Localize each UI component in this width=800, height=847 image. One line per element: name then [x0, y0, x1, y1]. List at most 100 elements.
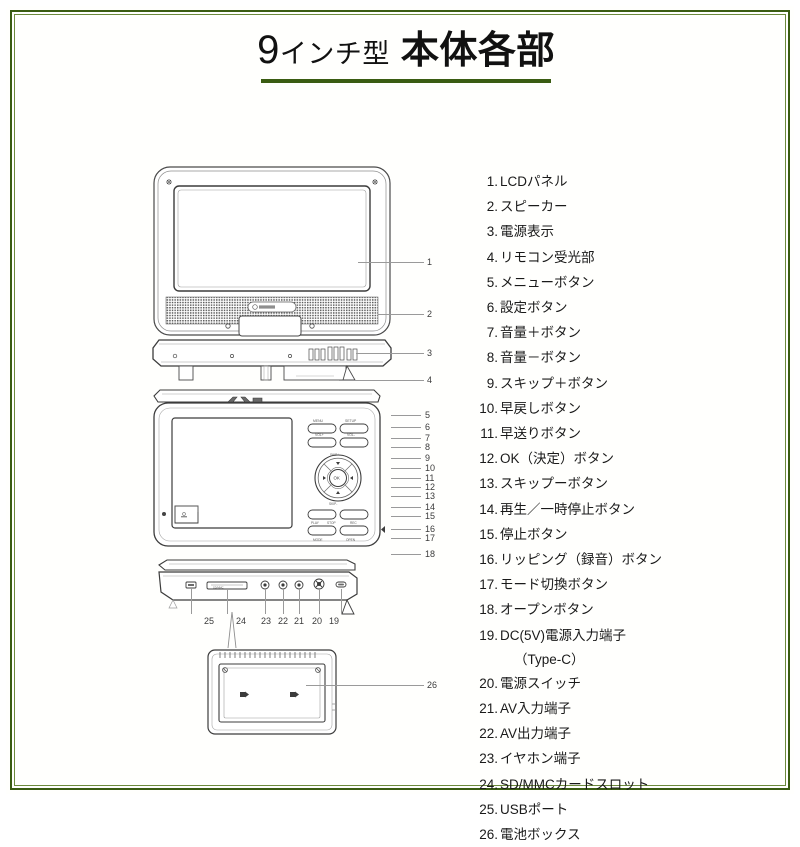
part-number: 9.: [486, 375, 498, 391]
svg-text:OPEN: OPEN: [346, 538, 356, 542]
callout-9: 9: [425, 453, 431, 463]
part-label: リモコン受光部: [500, 249, 595, 265]
list-item: 16.リッピング（録音）ボタン: [474, 547, 724, 572]
leader-line-18: [391, 554, 421, 555]
part-label: 電源スイッチ: [500, 675, 581, 691]
part-label: LCDパネル: [500, 174, 568, 189]
list-item: 24.SD/MMCカードスロット: [474, 772, 724, 797]
part-label: AV入力端子: [500, 701, 572, 717]
front-view-drawing: [152, 166, 392, 381]
diagram-control-panel-view: MENU SETUP VOL+ VOL- OK SKIP+ SKIP-: [150, 388, 410, 563]
leader-line-19: [341, 589, 342, 614]
part-number: 5.: [486, 274, 498, 290]
callout-4: 4: [427, 375, 433, 385]
part-label: リッピング（録音）ボタン: [500, 552, 662, 568]
svg-text:OK: OK: [334, 476, 340, 481]
part-label: 音量－ボタン: [500, 350, 581, 366]
svg-text:VOL+: VOL+: [315, 433, 324, 437]
part-label: 再生／一時停止ボタン: [500, 501, 635, 517]
part-label: メニューボタン: [500, 274, 595, 290]
part-label: スキップ＋ボタン: [500, 375, 608, 391]
part-number: 7.: [486, 325, 498, 341]
leader-line-21: [299, 589, 300, 614]
battery-pointer-bracket: [206, 606, 260, 648]
callout-12: 12: [425, 482, 436, 492]
part-label: 設定ボタン: [500, 300, 568, 316]
callout-11: 11: [425, 473, 435, 483]
part-label: 音量＋ボタン: [500, 325, 581, 341]
callout-25: 25: [204, 616, 215, 626]
part-number: 18.: [479, 602, 498, 618]
list-item: 26.電池ボックス: [474, 822, 724, 847]
list-item: 13.スキップーボタン: [474, 471, 724, 496]
part-number: 6.: [486, 300, 498, 316]
part-number: 16.: [479, 552, 498, 568]
svg-text:REC: REC: [350, 521, 357, 525]
list-item: 21.AV入力端子: [474, 696, 724, 721]
callout-2: 2: [427, 309, 433, 319]
callout-8: 8: [425, 442, 431, 452]
list-item: 4.リモコン受光部: [474, 245, 724, 270]
part-label: スピーカー: [500, 199, 568, 215]
side-port-drawing: SD/MMC: [158, 559, 358, 615]
leader-line-12: [391, 487, 421, 488]
svg-text:MODE: MODE: [313, 538, 323, 542]
leader-line-16: [391, 529, 421, 530]
part-number: 13.: [479, 476, 498, 492]
leader-line-8: [391, 447, 421, 448]
list-item: 8.音量－ボタン: [474, 345, 724, 370]
part-label: USBポート: [500, 801, 569, 817]
part-number: 20.: [479, 675, 498, 691]
leader-line-11: [391, 478, 421, 479]
list-item: 18.オープンボタン: [474, 597, 724, 622]
list-item: 5.メニューボタン: [474, 270, 724, 295]
list-item: 12.OK（決定）ボタン: [474, 446, 724, 471]
list-item: 15.停止ボタン: [474, 522, 724, 547]
svg-text:SD/MMC: SD/MMC: [213, 586, 224, 590]
list-item: 22.AV出力端子: [474, 721, 724, 746]
part-label: イヤホン端子: [500, 751, 581, 767]
part-number: 26.: [479, 827, 498, 843]
list-item: 10.早戻しボタン: [474, 396, 724, 421]
list-item: 25.USBポート: [474, 797, 724, 822]
list-item: 2.スピーカー: [474, 194, 724, 219]
callout-16: 16: [425, 524, 436, 534]
part-number: 2.: [486, 199, 498, 215]
callout-24: 24: [236, 616, 247, 626]
list-item: 7.音量＋ボタン: [474, 320, 724, 345]
diagram-front-view: [151, 164, 421, 394]
leader-line-9: [391, 458, 421, 459]
leader-line-2: [378, 314, 424, 315]
part-number: 22.: [479, 726, 498, 742]
part-label: DC(5V)電源入力端子: [500, 627, 627, 643]
callout-14: 14: [425, 502, 436, 512]
part-number: 15.: [479, 526, 498, 542]
leader-line-7: [391, 438, 421, 439]
parts-list: 1.LCDパネル 2.スピーカー 3.電源表示 4.リモコン受光部 5.メニュー…: [474, 169, 724, 847]
part-number: 24.: [479, 776, 498, 792]
leader-line-14: [391, 507, 421, 508]
leader-line-15: [391, 516, 421, 517]
svg-text:MENU: MENU: [313, 419, 324, 423]
list-item: 1.LCDパネル: [474, 169, 724, 194]
leader-line-20: [319, 589, 320, 614]
leader-line-22: [283, 589, 284, 614]
list-item: 3.電源表示: [474, 219, 724, 244]
part-label: スキップーボタン: [500, 476, 608, 492]
part-number: 17.: [479, 577, 498, 593]
part-number: 25.: [479, 801, 498, 817]
list-item: 6.設定ボタン: [474, 295, 724, 320]
list-item: 19.DC(5V)電源入力端子: [474, 623, 724, 648]
part-label: SD/MMCカードスロット: [500, 776, 650, 792]
title-underline: [261, 79, 551, 83]
callout-6: 6: [425, 422, 431, 432]
title-unit: インチ型: [279, 39, 390, 69]
leader-line-3: [356, 353, 424, 354]
leader-line-5: [391, 415, 421, 416]
leader-line-4: [339, 380, 424, 381]
bracket-drawing: [227, 611, 237, 648]
leader-line-13: [391, 496, 421, 497]
callout-5: 5: [425, 410, 431, 420]
callout-18: 18: [425, 549, 436, 559]
part-number: 4.: [486, 249, 498, 265]
